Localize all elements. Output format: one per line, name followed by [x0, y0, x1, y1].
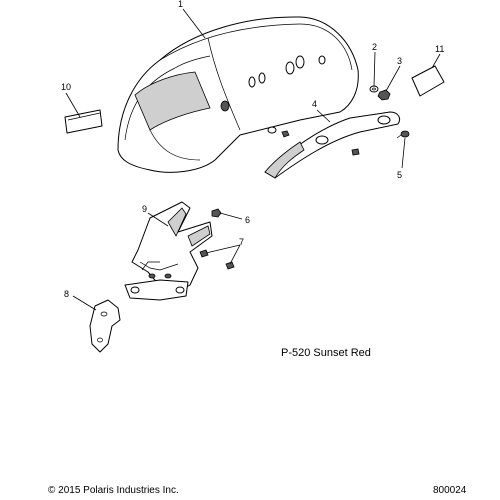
leader-lines: [65, 8, 441, 311]
callout-9: 9: [142, 204, 147, 214]
callout-6: 6: [245, 215, 250, 225]
screws-part-7: [199, 249, 235, 270]
finish-caption: P-520 Sunset Red: [281, 347, 371, 359]
callout-labels: 1 2 3 4 5 6 7 8 9 10 11: [61, 0, 444, 299]
figure-number: 800024: [433, 485, 467, 496]
callout-10: 10: [61, 82, 71, 92]
washer-part-2: [369, 85, 379, 93]
front-fender-part-1: [117, 16, 359, 173]
emblem-part-10: [64, 109, 103, 134]
nut-part-3: [377, 89, 391, 101]
plate-bracket-part-8: [89, 299, 121, 353]
callout-7: 7: [239, 237, 244, 247]
bracket-assembly-part-9: [124, 201, 213, 301]
fender-brace-part-4: [264, 111, 401, 179]
callout-11: 11: [435, 44, 444, 54]
callout-8: 8: [64, 289, 69, 299]
decal-part-11: [411, 65, 445, 97]
callout-5: 5: [397, 170, 402, 180]
copyright-notice: © 2015 Polaris Industries Inc.: [48, 485, 179, 496]
callout-4: 4: [312, 99, 317, 109]
callout-2: 2: [372, 42, 377, 52]
callout-1: 1: [178, 0, 183, 9]
fender-hardware: [267, 126, 360, 156]
nut-part-6: [211, 208, 222, 218]
screw-part-5: [396, 130, 410, 139]
callout-3: 3: [397, 56, 402, 66]
